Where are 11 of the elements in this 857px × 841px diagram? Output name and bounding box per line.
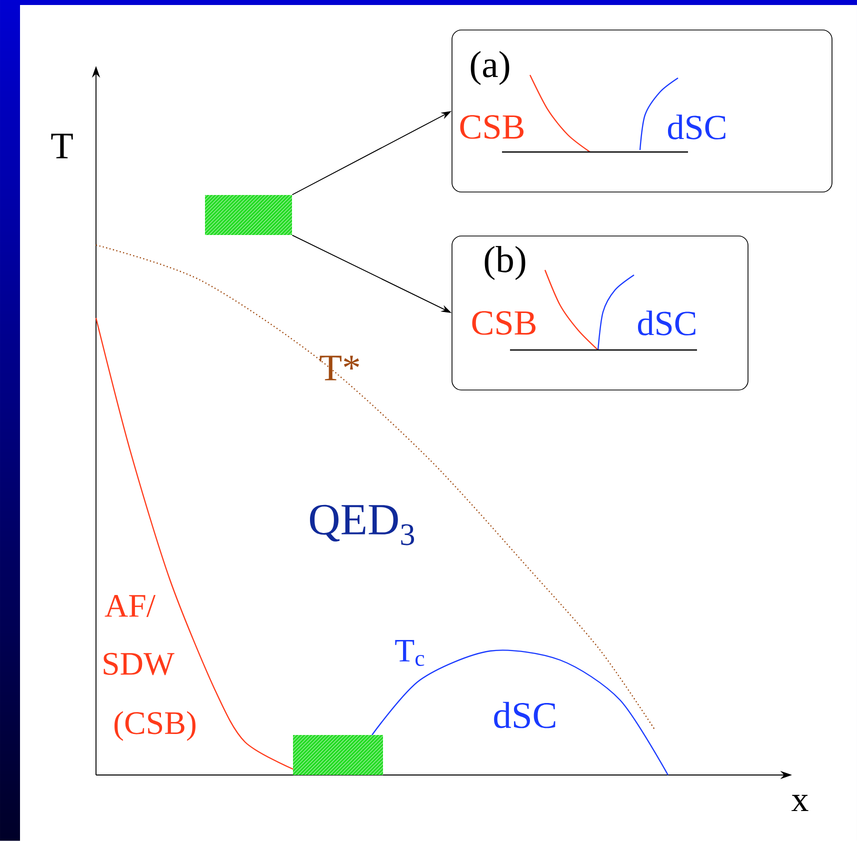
inset-box: (b) CSB dSC bbox=[452, 236, 748, 390]
curve-label: T$_{c}$ bbox=[395, 640, 424, 666]
inset-box: (a) CSB dSC bbox=[452, 30, 832, 192]
region-label: QED$_{3}$ bbox=[310, 504, 414, 546]
region-label: dSC bbox=[494, 702, 556, 728]
curve-label: T* bbox=[320, 356, 360, 380]
region-label: SDW bbox=[104, 652, 174, 676]
axis-label: T bbox=[51, 134, 73, 158]
axis-label: x bbox=[792, 794, 808, 812]
region-label: (CSB) bbox=[114, 711, 196, 741]
region-label: AF/ bbox=[104, 595, 156, 617]
